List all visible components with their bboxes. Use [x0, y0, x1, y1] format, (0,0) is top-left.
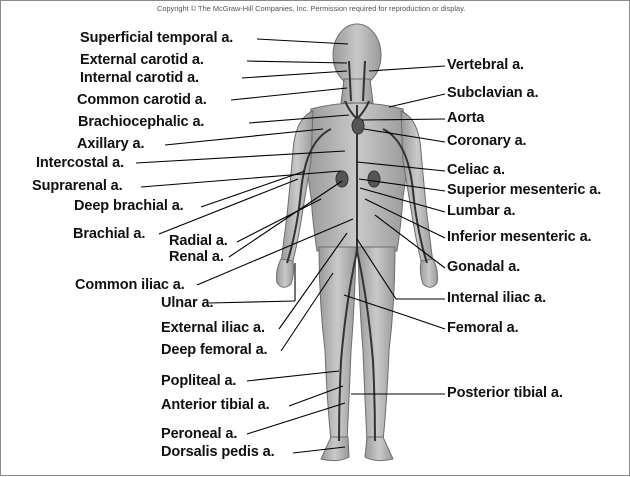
- label-popliteal: Popliteal a.: [161, 373, 236, 389]
- label-axillary: Axillary a.: [77, 136, 144, 152]
- label-dorsalis-pedis: Dorsalis pedis a.: [161, 444, 275, 460]
- leader-radial: [237, 199, 321, 242]
- left-hand: [277, 259, 294, 287]
- right-arm: [401, 111, 433, 265]
- label-deep-femoral: Deep femoral a.: [161, 342, 268, 358]
- left-kidney: [336, 171, 348, 187]
- label-common-carotid: Common carotid a.: [77, 92, 207, 108]
- label-brachiocephalic: Brachiocephalic a.: [78, 114, 204, 130]
- neck: [341, 79, 373, 103]
- label-radial: Radial a.: [169, 233, 228, 249]
- leader-femoral: [407, 316, 445, 329]
- label-celiac: Celiac a.: [447, 162, 505, 178]
- label-posterior-tibial: Posterior tibial a.: [447, 385, 563, 401]
- leader-superficial-temporal: [257, 39, 348, 44]
- leader-ulnar: [209, 301, 295, 303]
- label-femoral: Femoral a.: [447, 320, 519, 336]
- label-inferior-mesenteric: Inferior mesenteric a.: [447, 229, 591, 245]
- label-anterior-tibial: Anterior tibial a.: [161, 397, 270, 413]
- leader-internal-carotid: [242, 71, 347, 78]
- leader-external-carotid: [247, 61, 347, 63]
- label-subclavian: Subclavian a.: [447, 85, 538, 101]
- leader-vertebral: [369, 66, 445, 71]
- head: [333, 24, 381, 86]
- label-vertebral: Vertebral a.: [447, 57, 524, 73]
- label-ulnar: Ulnar a.: [161, 295, 213, 311]
- label-superior-mesenteric: Superior mesenteric a.: [447, 182, 601, 198]
- label-deep-brachial: Deep brachial a.: [74, 198, 184, 214]
- leader-common-carotid: [231, 88, 347, 100]
- right-hand: [420, 259, 437, 287]
- left-arm: [281, 111, 313, 265]
- label-intercostal: Intercostal a.: [36, 155, 124, 171]
- label-gonadal: Gonadal a.: [447, 259, 520, 275]
- right-kidney: [368, 171, 380, 187]
- label-aorta: Aorta: [447, 110, 484, 126]
- right-leg: [358, 247, 395, 441]
- leader-subclavian: [389, 94, 445, 107]
- label-suprarenal: Suprarenal a.: [32, 178, 123, 194]
- label-lumbar: Lumbar a.: [447, 203, 515, 219]
- label-coronary: Coronary a.: [447, 133, 526, 149]
- leader-popliteal: [247, 371, 339, 381]
- label-renal: Renal a.: [169, 249, 224, 265]
- label-common-iliac: Common iliac a.: [75, 277, 185, 293]
- label-external-carotid: External carotid a.: [80, 52, 204, 68]
- label-brachial: Brachial a.: [73, 226, 145, 242]
- label-peroneal: Peroneal a.: [161, 426, 237, 442]
- left-leg: [319, 247, 356, 441]
- label-internal-carotid: Internal carotid a.: [80, 70, 199, 86]
- right-foot: [365, 437, 393, 461]
- label-external-iliac: External iliac a.: [161, 320, 265, 336]
- label-internal-iliac: Internal iliac a.: [447, 290, 546, 306]
- label-superficial-temporal: Superficial temporal a.: [80, 30, 233, 46]
